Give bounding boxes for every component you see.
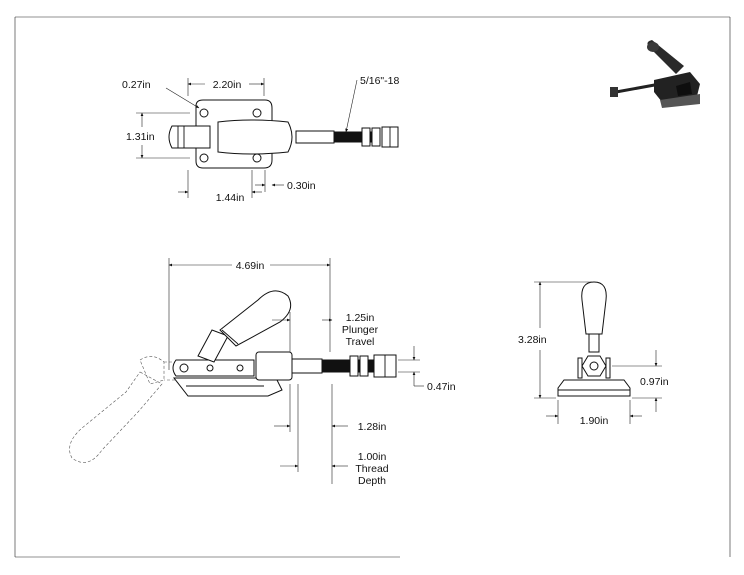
dim-front-base-height: 0.97in — [640, 376, 669, 388]
dim-hole-spacing: 1.44in — [216, 192, 245, 204]
dim-edge-offset: 0.30in — [287, 180, 316, 192]
dim-plunger-extension: 1.28in — [358, 421, 387, 433]
dim-hole-offset: 0.27in — [122, 79, 151, 91]
dim-thread-depth-label-2: Depth — [358, 475, 386, 487]
dim-overall-length: 4.69in — [236, 260, 265, 272]
dim-front-base-width: 1.90in — [580, 415, 609, 427]
side-view: 4.69in 1.25in Plunger Travel 0.47in 1.28… — [69, 258, 456, 487]
dim-plunger-travel-label-2: Travel — [346, 336, 375, 348]
sheet-border — [14, 16, 731, 558]
dim-thread-depth-label-1: Thread — [355, 463, 388, 475]
top-view: 2.20in 0.27in 5/16"-18 1.31in 1.44in 0.3… — [122, 75, 399, 204]
front-view: 3.28in 0.97in 1.90in — [518, 281, 669, 427]
dim-front-height: 3.28in — [518, 334, 547, 346]
dim-plunger-travel-label-1: Plunger — [342, 324, 379, 336]
dim-base-length: 2.20in — [213, 79, 242, 91]
toggle-clamp-isometric-icon — [610, 40, 700, 108]
dim-plunger-height: 0.47in — [427, 381, 456, 393]
dim-base-width: 1.31in — [126, 131, 155, 143]
dim-plunger-travel-value: 1.25in — [346, 312, 375, 324]
dim-thread-depth-value: 1.00in — [358, 451, 387, 463]
dim-thread: 5/16"-18 — [360, 75, 399, 87]
